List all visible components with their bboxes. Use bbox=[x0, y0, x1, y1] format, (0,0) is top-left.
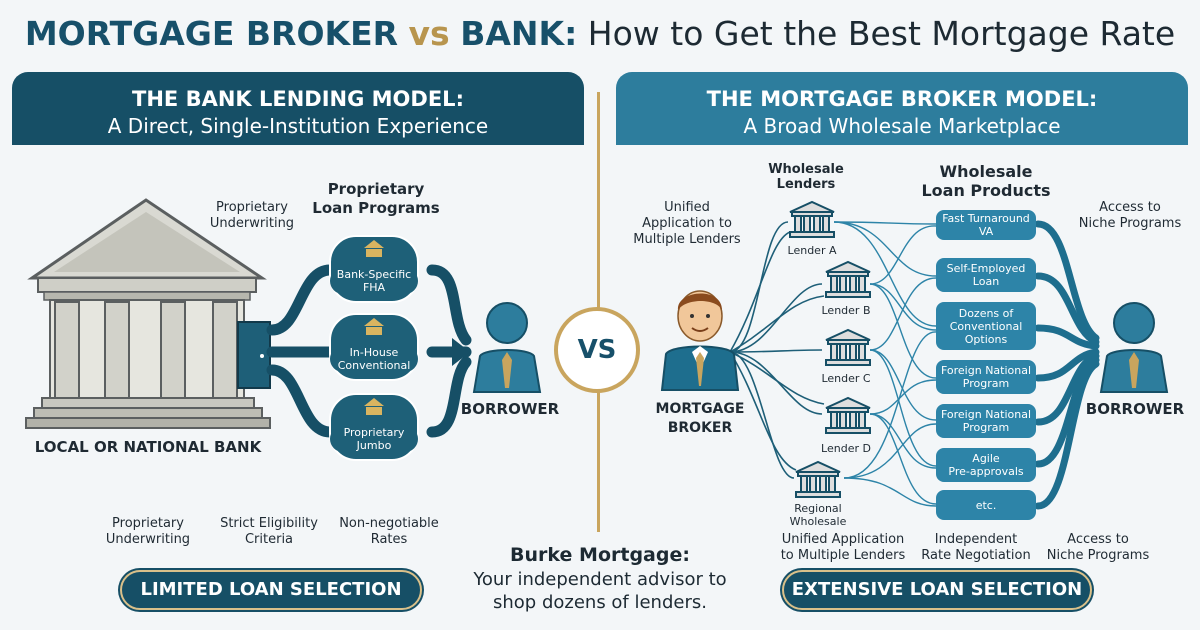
lender-icons bbox=[789, 200, 871, 498]
lender-a-label: Lender A bbox=[787, 244, 837, 257]
broker-model-heading: THE MORTGAGE BROKER MODEL: bbox=[706, 87, 1098, 111]
lender-b-label: Lender B bbox=[821, 304, 871, 317]
extensive-selection-pill: EXTENSIVE LOAN SELECTION bbox=[782, 570, 1092, 610]
product-self-employed: Self-Employed Loan bbox=[936, 258, 1036, 292]
broker-lender-lines bbox=[729, 221, 825, 479]
page-title: MORTGAGE BROKER vs BANK: How to Get the … bbox=[0, 12, 1200, 56]
bank-model-heading: THE BANK LENDING MODEL: bbox=[132, 87, 464, 111]
broker-note-negotiation: Independent Rate Negotiation bbox=[921, 532, 1031, 563]
niche-programs-top-label: Access to Niche Programs bbox=[1078, 200, 1182, 231]
bank-note-underwriting: Proprietary Underwriting bbox=[105, 516, 191, 547]
product-foreign-national-1: Foreign National Program bbox=[936, 360, 1036, 394]
bank-program-jumbo: Proprietary Jumbo bbox=[330, 426, 418, 452]
bank-underwriting-top-label: Proprietary Underwriting bbox=[209, 200, 295, 231]
broker-borrower-icon bbox=[1099, 302, 1169, 393]
title-vs: vs bbox=[408, 14, 450, 53]
product-borrower-arrows bbox=[1034, 220, 1100, 510]
regional-wholesale-label: Regional Wholesale bbox=[789, 502, 847, 528]
bank-note-eligibility: Strict Eligibility Criteria bbox=[220, 516, 318, 547]
title-subtitle: How to Get the Best Mortgage Rate bbox=[587, 14, 1176, 53]
broker-note-unified: Unified Application to Multiple Lenders bbox=[780, 532, 906, 563]
lender-d-label: Lender D bbox=[821, 442, 871, 455]
bank-borrower-icon bbox=[472, 302, 542, 393]
burke-tagline: Your independent advisor to shop dozens … bbox=[473, 569, 727, 613]
bank-note-rates: Non-negotiable Rates bbox=[339, 516, 439, 547]
bank-model-subheading: A Direct, Single-Institution Experience bbox=[107, 114, 489, 138]
bank-program-conventional: In-House Conventional bbox=[330, 346, 418, 372]
bank-institution-label: LOCAL OR NATIONAL BANK bbox=[34, 438, 262, 456]
bank-building-icon bbox=[25, 198, 271, 429]
limited-selection-pill: LIMITED LOAN SELECTION bbox=[120, 570, 422, 610]
title-bank: BANK: bbox=[460, 14, 578, 53]
bank-diagram-svg bbox=[25, 198, 542, 461]
wholesale-lenders-heading: Wholesale Lenders bbox=[768, 162, 844, 192]
bank-borrower-label: BORROWER bbox=[460, 400, 560, 418]
bank-flow-arrows bbox=[266, 264, 472, 438]
mortgage-broker-label: MORTGAGE BROKER bbox=[655, 401, 745, 436]
program-bank-icons bbox=[364, 240, 384, 415]
broker-note-niche: Access to Niche Programs bbox=[1046, 532, 1150, 563]
bank-model-banner: THE BANK LENDING MODEL: A Direct, Single… bbox=[12, 72, 584, 145]
product-etc: etc. bbox=[936, 490, 1036, 520]
burke-brand: Burke Mortgage: bbox=[510, 544, 690, 566]
product-va: Fast Turnaround VA bbox=[936, 210, 1036, 240]
wholesale-products-heading: Wholesale Loan Products bbox=[921, 162, 1051, 200]
broker-model-banner: THE MORTGAGE BROKER MODEL: A Broad Whole… bbox=[616, 72, 1188, 145]
product-pre-approvals: Agile Pre-approvals bbox=[936, 448, 1036, 482]
product-conventional: Dozens of Conventional Options bbox=[936, 302, 1036, 350]
broker-model-subheading: A Broad Wholesale Marketplace bbox=[743, 114, 1061, 138]
lender-product-lines bbox=[833, 221, 937, 507]
broker-borrower-label: BORROWER bbox=[1085, 400, 1185, 418]
product-foreign-national-2: Foreign National Program bbox=[936, 404, 1036, 438]
broker-person-icon bbox=[660, 290, 740, 391]
title-broker: MORTGAGE BROKER bbox=[24, 14, 399, 53]
bank-program-fha: Bank-Specific FHA bbox=[330, 268, 418, 294]
broker-diagram-svg bbox=[660, 200, 1169, 510]
lender-c-label: Lender C bbox=[821, 372, 871, 385]
vs-badge: VS bbox=[554, 307, 640, 393]
bank-programs-heading: Proprietary Loan Programs bbox=[312, 180, 440, 217]
unified-application-top-label: Unified Application to Multiple Lenders bbox=[633, 200, 741, 247]
